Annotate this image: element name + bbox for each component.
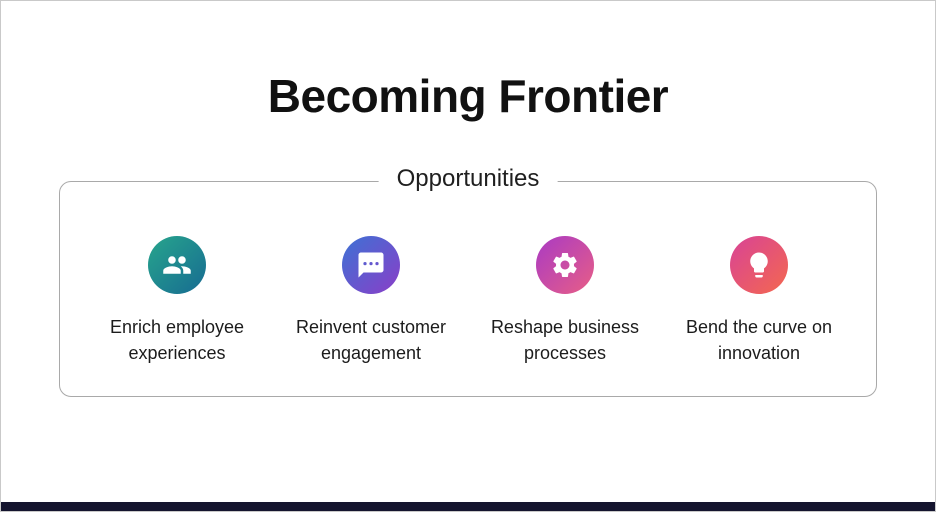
opportunity-item-reinvent-customer-engagement: Reinvent customer engagement bbox=[274, 236, 468, 366]
label-line: Reshape business bbox=[490, 317, 640, 337]
label-line: Reinvent customer bbox=[295, 317, 447, 337]
slide-title: Becoming Frontier bbox=[267, 70, 669, 122]
opportunity-icon-circle bbox=[148, 236, 206, 294]
opportunity-item-enrich-employee-experiences: Enrich employee experiences bbox=[80, 236, 274, 366]
opportunity-items-row: Enrich employee experiences Reinvent cus… bbox=[60, 182, 876, 366]
chat-icon bbox=[358, 252, 384, 278]
label-line: innovation bbox=[717, 343, 801, 363]
people-icon bbox=[163, 256, 191, 274]
gear-icon bbox=[553, 253, 577, 277]
lightbulb-icon bbox=[750, 252, 768, 278]
opportunity-label: Bend the curve on innovation bbox=[686, 314, 832, 366]
label-line: experiences bbox=[128, 343, 226, 363]
opportunity-icon-circle bbox=[342, 236, 400, 294]
opportunity-item-reshape-business-processes: Reshape business processes bbox=[468, 236, 662, 366]
panel-legend: Opportunities bbox=[378, 165, 558, 193]
label-line: Bend the curve on bbox=[685, 317, 833, 337]
opportunity-item-bend-the-curve-on-innovation: Bend the curve on innovation bbox=[662, 236, 856, 366]
opportunities-panel: Opportunities Enrich employee experience… bbox=[59, 165, 877, 397]
bottom-accent-bar bbox=[1, 502, 935, 511]
opportunity-icon-circle bbox=[536, 236, 594, 294]
opportunity-label: Reshape business processes bbox=[491, 314, 639, 366]
label-line: processes bbox=[523, 343, 607, 363]
opportunity-label: Reinvent customer engagement bbox=[296, 314, 446, 366]
opportunity-label: Enrich employee experiences bbox=[110, 314, 244, 366]
label-line: Enrich employee bbox=[109, 317, 245, 337]
opportunity-icon-circle bbox=[730, 236, 788, 294]
label-line: engagement bbox=[320, 343, 422, 363]
